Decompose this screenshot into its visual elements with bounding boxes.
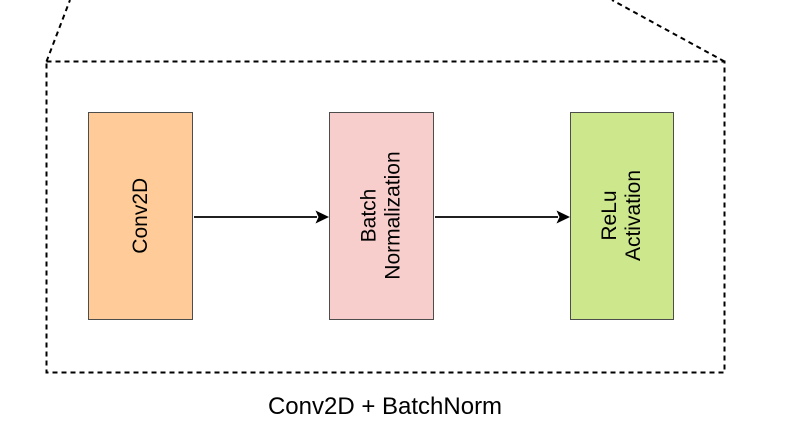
arrow-head-icon [556, 210, 570, 224]
arrow-conv2d-to-batchnorm [194, 210, 329, 224]
callout-left-diagonal-line [45, 0, 71, 62]
block-relu: ReLu Activation [570, 112, 674, 320]
arrow-batchnorm-to-relu [435, 210, 570, 224]
diagram-caption: Conv2D + BatchNorm [267, 393, 503, 420]
block-conv2d: Conv2D [88, 112, 193, 320]
arrow-head-icon [315, 210, 329, 224]
block-conv2d-label: Conv2D [128, 178, 152, 254]
block-batchnorm: Batch Normalization [329, 112, 434, 320]
callout-boundary-dashed-rect [45, 60, 726, 374]
block-batchnorm-label: Batch Normalization [357, 151, 405, 281]
block-relu-label: ReLu Activation [598, 170, 645, 262]
callout-right-diagonal-line [611, 0, 725, 63]
